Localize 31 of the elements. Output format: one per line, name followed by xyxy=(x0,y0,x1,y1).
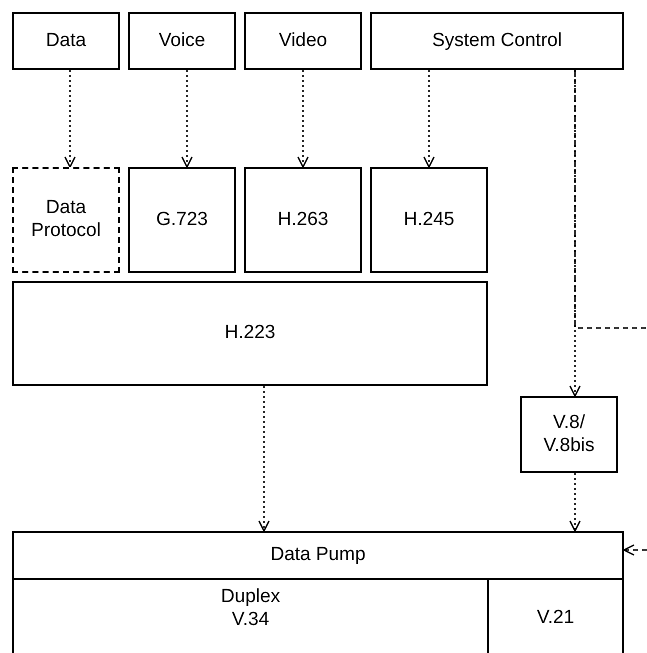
process-box xyxy=(370,12,624,70)
process-box xyxy=(128,167,236,273)
node-label: Data xyxy=(46,30,86,52)
node-label: V.21 xyxy=(536,606,574,630)
node-label: Data Protocol xyxy=(30,197,102,243)
process-box xyxy=(244,12,362,70)
node-label: System Control xyxy=(432,30,562,52)
process-box xyxy=(12,531,624,580)
process-box xyxy=(12,12,120,70)
node-label: H.223 xyxy=(224,322,276,345)
process-box xyxy=(520,396,618,473)
arrow xyxy=(181,70,193,168)
node-label: V.8/ V.8bis xyxy=(542,412,596,458)
node-label: H.263 xyxy=(278,208,328,232)
process-box xyxy=(12,281,488,386)
process-box xyxy=(128,12,236,70)
node-label: Video xyxy=(278,30,328,52)
node-label: Duplex V.34 xyxy=(220,586,282,632)
node-label: G.723 xyxy=(156,208,208,232)
arrow xyxy=(297,70,309,168)
node-label: Data Pump xyxy=(270,544,366,567)
arrow xyxy=(64,70,76,168)
arrow xyxy=(258,386,270,532)
arrow xyxy=(623,544,647,556)
node-label: Voice xyxy=(158,30,206,52)
process-box xyxy=(370,167,488,273)
dashed-process-box xyxy=(12,167,120,273)
process-box xyxy=(244,167,362,273)
node-label: H.245 xyxy=(404,208,454,232)
arrow xyxy=(423,70,435,168)
arrow xyxy=(569,473,581,532)
